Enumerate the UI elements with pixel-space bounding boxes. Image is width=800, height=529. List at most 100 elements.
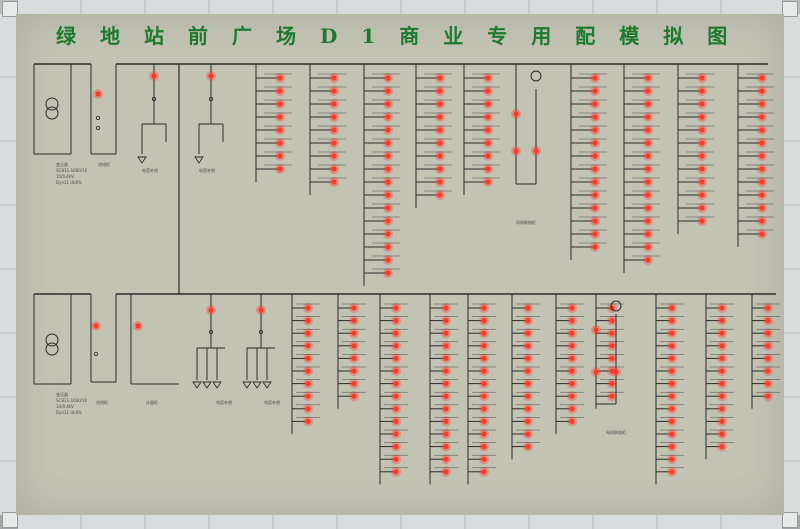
upper-group-5-led-8 [485, 166, 491, 172]
upper-group-6-led-11 [592, 205, 598, 211]
lower-group-9-led-3 [669, 330, 675, 336]
lower-group-2-led-2 [351, 318, 357, 324]
upper-group-7-led-1 [645, 75, 651, 81]
lower-group-2-led-4 [351, 343, 357, 349]
upper-tie-led-1 [513, 111, 519, 117]
upper-group-5-led-5 [485, 127, 491, 133]
upper-group-3-led-13 [385, 231, 391, 237]
upper-group-8-led-12 [699, 218, 705, 224]
lower-group-3-led-3 [393, 330, 399, 336]
lower-cab2-led [93, 323, 99, 329]
upper-group-3-led-15 [385, 257, 391, 263]
lower-transformer-coil-2 [45, 342, 59, 356]
lower-group-3-led-7 [393, 381, 399, 387]
lower-group-1-led-6 [305, 368, 311, 374]
lower-group-4-led-10 [443, 418, 449, 424]
lower-group-10-led-2 [719, 318, 725, 324]
lower-group-2-led-6 [351, 368, 357, 374]
lower-group-8-led-2 [609, 318, 615, 324]
lower-group-2-led-5 [351, 355, 357, 361]
upper-group-3-led-6 [385, 140, 391, 146]
upper-group-6-led-9 [592, 179, 598, 185]
lower-group-7-led-7 [569, 381, 575, 387]
upper-group-3-led-1 [385, 75, 391, 81]
lower-group-1-led-9 [305, 406, 311, 412]
lower-transformer-spec1: SCB11-1600/10 [56, 398, 88, 403]
upper-cab2-led [95, 91, 101, 97]
upper-group-5-led-1 [485, 75, 491, 81]
upper-group-3-led-10 [385, 192, 391, 198]
lower-group-6-led-11 [525, 431, 531, 437]
lower-cap-a-led [208, 307, 214, 313]
lower-group-5-led-4 [481, 343, 487, 349]
lower-group-3-led-9 [393, 406, 399, 412]
lower-group-5-led-10 [481, 418, 487, 424]
lower-group-6-led-5 [525, 355, 531, 361]
upper-group-5-led-6 [485, 140, 491, 146]
lower-group-4-led-6 [443, 368, 449, 374]
upper-cap1-switch [151, 97, 156, 102]
upper-group-9-led-7 [759, 153, 765, 159]
lower-group-9-led-12 [669, 444, 675, 450]
upper-group-7-led-11 [645, 205, 651, 211]
upper-group-1-led-8 [277, 166, 283, 172]
upper-cap1-label: 电容补偿 [142, 167, 158, 173]
upper-cap1-capacitor [137, 156, 147, 164]
upper-transformer-spec3: Dyn11 Uk6% [56, 180, 82, 185]
upper-group-9-led-10 [759, 192, 765, 198]
upper-cab2-switch-1 [96, 116, 101, 121]
upper-group-6-led-7 [592, 153, 598, 159]
upper-group-5-led-4 [485, 114, 491, 120]
upper-group-5-led-7 [485, 153, 491, 159]
upper-group-3-led-14 [385, 244, 391, 250]
upper-cab2-switch-2 [96, 126, 101, 131]
lower-group-1-led-7 [305, 381, 311, 387]
upper-group-4-led-5 [437, 127, 443, 133]
lower-cap-a-switch [208, 329, 213, 334]
upper-group-4-led-6 [437, 140, 443, 146]
upper-cap2-label: 电容补偿 [199, 167, 215, 173]
upper-group-4-led-3 [437, 101, 443, 107]
lower-group-1-led-3 [305, 330, 311, 336]
upper-tie-led-3 [533, 148, 539, 154]
lower-cap-b-led [258, 307, 264, 313]
upper-group-2-led-7 [331, 153, 337, 159]
upper-group-8-led-6 [699, 140, 705, 146]
upper-group-3-led-8 [385, 166, 391, 172]
upper-group-6-led-1 [592, 75, 598, 81]
upper-group-7-led-7 [645, 153, 651, 159]
lower-cap-a-capacitor-2 [202, 381, 212, 389]
upper-group-8-led-4 [699, 114, 705, 120]
lower-group-5-led-7 [481, 381, 487, 387]
lower-group-3-led-2 [393, 318, 399, 324]
lower-group-5-led-1 [481, 305, 487, 311]
lower-group-2-led-3 [351, 330, 357, 336]
upper-group-2-led-1 [331, 75, 337, 81]
lower-transformer-spec2: 10/0.4kV [56, 404, 74, 409]
upper-group-8-led-1 [699, 75, 705, 81]
lower-group-10-led-10 [719, 418, 725, 424]
lower-group-8-led-6 [609, 368, 615, 374]
lower-group-7-led-1 [569, 305, 575, 311]
lower-group-6-led-3 [525, 330, 531, 336]
lower-group-7-led-8 [569, 393, 575, 399]
lower-group-11-led-2 [765, 318, 771, 324]
upper-group-2-led-5 [331, 127, 337, 133]
upper-group-9-led-9 [759, 179, 765, 185]
upper-group-6-led-8 [592, 166, 598, 172]
lower-group-9-led-13 [669, 456, 675, 462]
upper-group-9-led-12 [759, 218, 765, 224]
lower-cap-b-capacitor-2 [252, 381, 262, 389]
lower-group-10-led-5 [719, 355, 725, 361]
lower-group-7-led-6 [569, 368, 575, 374]
lower-group-7-led-10 [569, 418, 575, 424]
frame-corner-tl [2, 1, 18, 17]
upper-group-4-led-7 [437, 153, 443, 159]
lower-group-11-led-6 [765, 368, 771, 374]
upper-group-1-led-5 [277, 127, 283, 133]
lower-group-10-led-4 [719, 343, 725, 349]
upper-group-6-led-3 [592, 101, 598, 107]
lower-group-9-led-9 [669, 406, 675, 412]
